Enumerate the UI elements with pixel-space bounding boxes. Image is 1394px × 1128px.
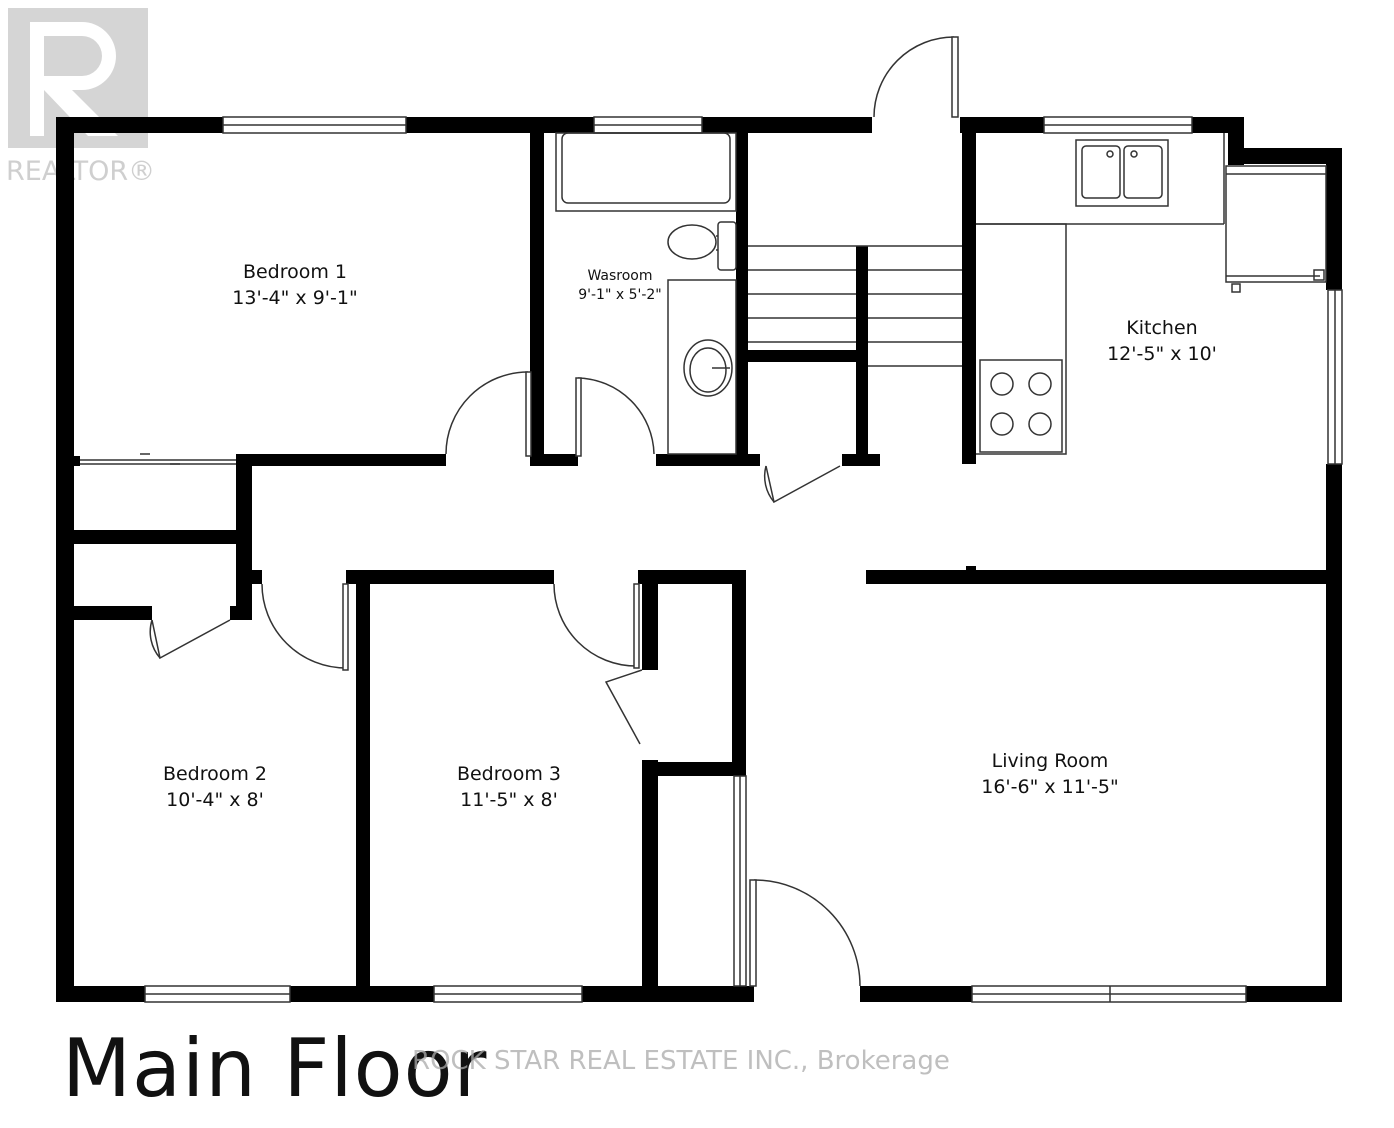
realtor-logo-mark xyxy=(8,8,148,148)
wall-bottom-e xyxy=(1246,986,1342,1002)
wall-bottom-c xyxy=(582,986,754,1002)
wall-kitchen-notch-h xyxy=(1228,148,1342,164)
bathtub xyxy=(555,132,737,212)
wall-bottom-a xyxy=(56,986,145,1002)
doors xyxy=(80,36,959,987)
wall-closet3-right xyxy=(732,570,746,776)
floor-title: Main Floor xyxy=(62,1022,488,1115)
door-bed2-closet xyxy=(151,619,231,660)
room-size: 13'-4" x 9'-1" xyxy=(232,286,358,309)
door-bath xyxy=(577,377,655,455)
door-entry-top xyxy=(873,36,955,118)
wall-top-mid xyxy=(406,117,594,133)
wall-top-right-a xyxy=(702,117,872,133)
wall-bed-row-top-a xyxy=(346,570,554,584)
wall-bed3-right xyxy=(642,570,658,670)
wall-bed-row-top-b xyxy=(638,570,746,584)
wall-closet2-bottom-r xyxy=(230,606,252,620)
kitchen-counter xyxy=(976,223,1067,455)
wall-bottom-d xyxy=(860,986,972,1002)
room-bedroom-3: Bedroom 3 11'-5" x 8' xyxy=(414,762,604,813)
room-name: Kitchen xyxy=(1126,317,1198,339)
wall-hall-top-c xyxy=(656,454,760,466)
wall-living-top-nub xyxy=(966,566,976,572)
room-size: 12'-5" x 10' xyxy=(1107,342,1217,365)
walls xyxy=(56,117,1342,1002)
wall-closet3-mid xyxy=(656,762,746,776)
wall-closet2-v xyxy=(236,540,252,620)
stove-icon xyxy=(979,359,1063,453)
realtor-logo: REALTOR® xyxy=(6,6,166,190)
wall-top-right-b xyxy=(960,117,1044,133)
room-name: Bedroom 2 xyxy=(162,763,268,785)
wall-hall-top-d xyxy=(842,454,880,466)
fridge-icon xyxy=(1225,165,1327,293)
wall-top-left xyxy=(56,117,223,133)
wall-closet-top xyxy=(74,456,80,466)
wall-closet2-bottom xyxy=(74,606,152,620)
double-sink-icon xyxy=(1075,139,1169,207)
door-hall-closet xyxy=(765,465,841,504)
wall-bath-right xyxy=(736,130,748,464)
wall-stair-left xyxy=(748,350,868,362)
door-bed3-closet xyxy=(604,669,643,745)
brokerage-watermark: ROCK STAR REAL ESTATE INC., Brokerage xyxy=(412,1046,950,1076)
door-bed3 xyxy=(553,583,637,667)
wall-hall-top-b xyxy=(530,454,578,466)
realtor-logo-text: REALTOR® xyxy=(6,156,156,187)
room-size: 10'-4" x 8' xyxy=(166,788,264,811)
fixtures xyxy=(555,132,1327,455)
room-kitchen: Kitchen 12'-5" x 10' xyxy=(1072,316,1252,367)
room-size: 11'-5" x 8' xyxy=(460,788,558,811)
wall-kitchen-left xyxy=(962,130,976,464)
room-wasroom: Wasroom 9'-1" x 5'-2" xyxy=(560,267,680,305)
wall-bottom-b xyxy=(290,986,434,1002)
wall-left xyxy=(56,117,74,1002)
wall-hall-left-stub xyxy=(252,570,262,584)
room-name: Bedroom 1 xyxy=(242,261,348,283)
toilet-icon xyxy=(667,221,737,271)
room-size: 9'-1" x 5'-2" xyxy=(578,286,662,303)
wall-hall-top-a xyxy=(236,454,446,466)
room-bedroom-1: Bedroom 1 13'-4" x 9'-1" xyxy=(200,260,390,311)
stairs xyxy=(748,245,962,367)
wall-bed3-right-lower xyxy=(642,760,658,988)
room-bedroom-2: Bedroom 2 10'-4" x 8' xyxy=(120,762,310,813)
wall-bed2-bed3 xyxy=(356,570,370,988)
wall-living-top xyxy=(866,570,1342,584)
room-name: Living Room xyxy=(991,750,1109,772)
door-bed1 xyxy=(445,371,529,455)
wall-right-upper xyxy=(1326,148,1342,290)
wall-bed1-bath xyxy=(530,130,544,464)
room-size: 16'-6" x 11'-5" xyxy=(981,775,1119,798)
wall-closet-mid xyxy=(74,530,250,544)
room-name: Wasroom xyxy=(587,268,653,284)
sink-icon xyxy=(683,339,733,397)
room-name: Bedroom 3 xyxy=(456,763,562,785)
door-bed2 xyxy=(261,583,347,669)
room-living-room: Living Room 16'-6" x 11'-5" xyxy=(950,749,1150,800)
vanity xyxy=(667,279,737,455)
wall-stair-mid xyxy=(856,246,868,464)
wall-right-lower xyxy=(1326,464,1342,1002)
door-front xyxy=(753,879,861,987)
